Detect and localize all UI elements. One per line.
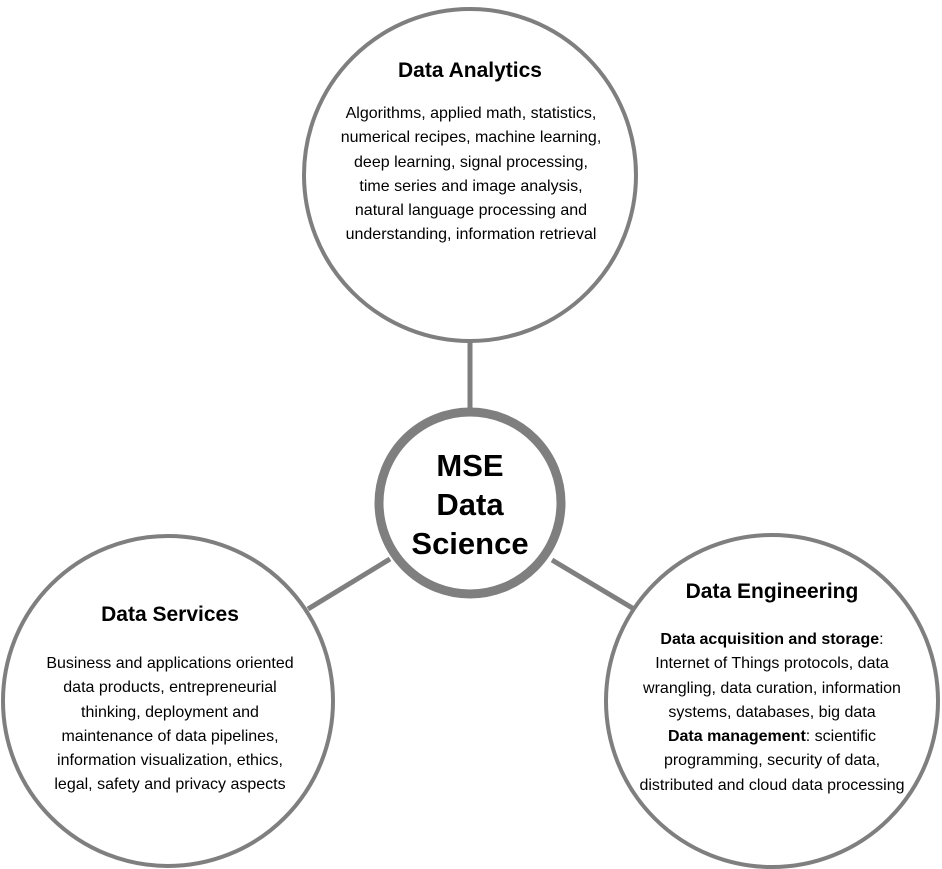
management-body: : scientific programming, security of da… <box>639 728 905 794</box>
acquisition-body: Internet of Things protocols, data wrang… <box>643 655 901 721</box>
engineering-body: Data acquisition and storage: Internet o… <box>636 628 908 798</box>
analytics-title: Data Analytics <box>398 59 542 82</box>
engineering-title: Data Engineering <box>685 580 859 603</box>
analytics-circle <box>302 7 638 343</box>
services-title: Data Services <box>101 603 239 626</box>
acquisition-colon: : <box>879 631 884 648</box>
center-circle <box>374 407 566 599</box>
connector-engineering <box>550 557 636 612</box>
center-line: Data <box>436 487 504 522</box>
management-label: Data management <box>667 728 806 746</box>
services-circle <box>1 534 335 868</box>
center-line: Science <box>411 526 529 561</box>
center-line: MSE <box>436 448 504 483</box>
analytics-body: Algorithms, applied math, statistics, nu… <box>340 105 602 244</box>
services-body: Business and applications oriented data … <box>46 655 294 794</box>
center-label: MSE Data Science <box>380 446 560 563</box>
acquisition-label: Data acquisition and storage <box>660 631 880 648</box>
engineering-circle <box>604 533 940 869</box>
connector-services <box>306 556 392 612</box>
